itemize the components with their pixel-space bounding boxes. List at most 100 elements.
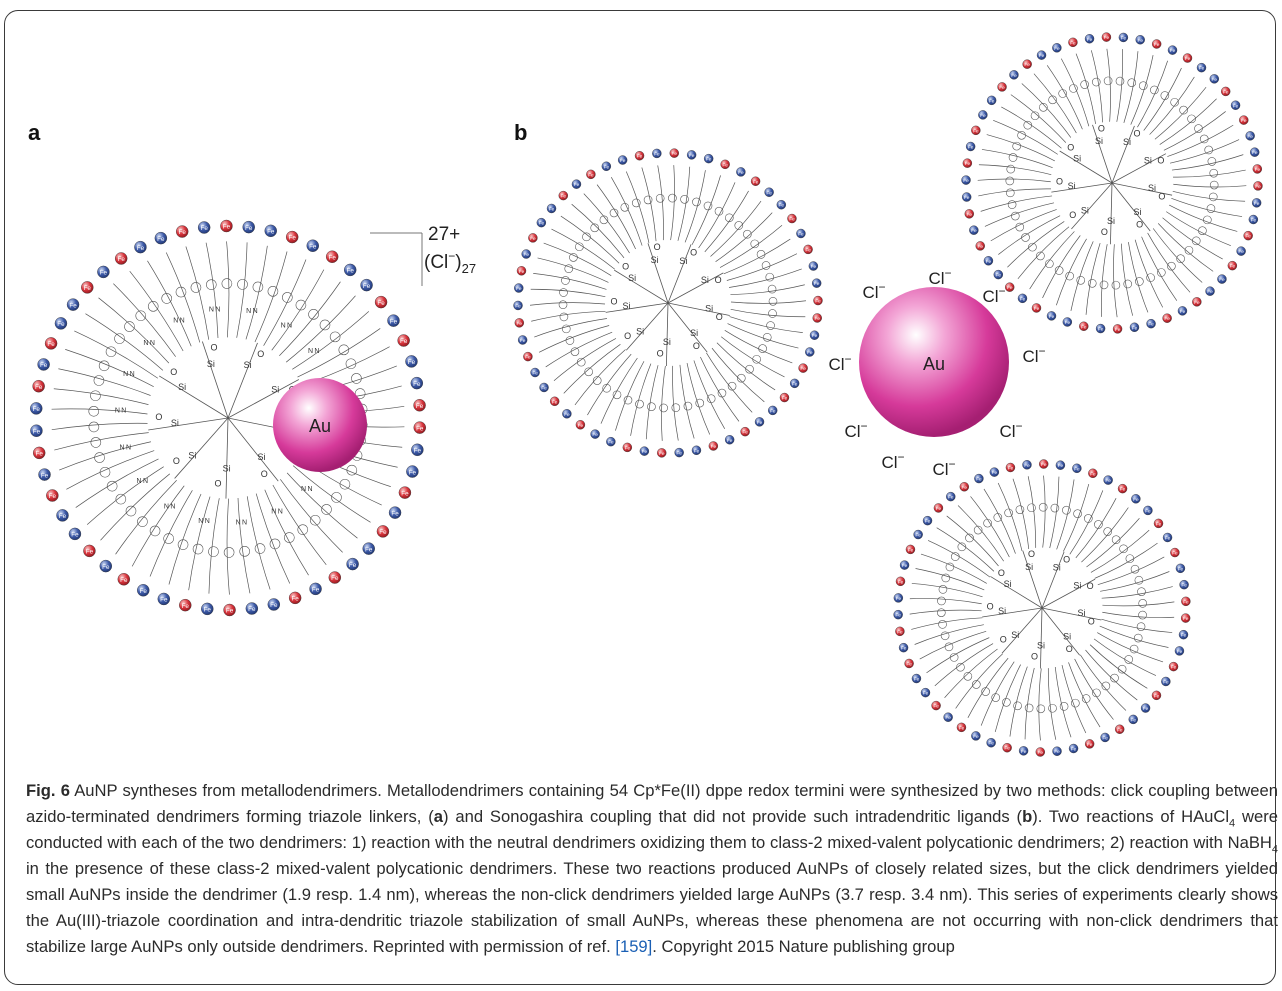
fe-label: Fe	[33, 428, 41, 435]
oxidized-terminus	[516, 266, 527, 276]
aryl-ring	[655, 193, 665, 203]
aryl-ring	[983, 518, 992, 528]
dendron-arm	[967, 657, 1009, 718]
fe-label: Fe	[971, 228, 977, 234]
neutral-terminus	[201, 602, 214, 616]
fe-label: Fe	[1165, 536, 1171, 542]
aryl-ring	[345, 358, 357, 370]
aryl-ring	[592, 376, 602, 385]
aryl-ring	[1135, 277, 1144, 286]
neutral-terminus	[796, 228, 806, 239]
oxidized-terminus	[956, 722, 967, 733]
dendron-arm	[531, 310, 606, 322]
oxidized-terminus	[975, 241, 985, 251]
neutral-terminus	[978, 110, 988, 120]
oxidized-terminus	[813, 295, 823, 306]
fe-label: Fe	[782, 396, 788, 402]
aryl-ring	[1005, 176, 1015, 186]
aryl-ring	[1138, 610, 1147, 620]
si-label: Si	[1011, 630, 1019, 640]
aryl-ring	[949, 653, 959, 662]
dendron-arm	[1090, 50, 1103, 123]
aryl-ring	[1176, 254, 1185, 264]
neutral-terminus	[965, 141, 976, 152]
neutral-terminus	[1161, 676, 1171, 687]
dendron-arm	[1137, 60, 1168, 128]
fe-label: Fe	[267, 229, 275, 236]
dendron-arm	[1100, 571, 1170, 592]
neutral-terminus	[590, 429, 600, 439]
fe-label: Fe	[642, 449, 648, 455]
aryl-ring	[319, 319, 331, 331]
dendron-arm	[1090, 529, 1150, 573]
dendron-arm	[1149, 76, 1195, 135]
fe-label: Fe	[1049, 314, 1055, 320]
dendron-arm	[1001, 106, 1062, 149]
fe-label: Fe	[1070, 40, 1076, 46]
oxidized-terminus	[220, 219, 233, 233]
si-label: Si	[1073, 581, 1081, 591]
aryl-ring	[98, 360, 110, 372]
dendron-arm	[1094, 542, 1158, 579]
neutral-terminus	[1162, 532, 1173, 543]
neutral-terminus	[197, 221, 211, 234]
dendron-arm	[65, 349, 154, 387]
oxidized-terminus	[114, 252, 128, 265]
fe-label: Fe	[898, 579, 904, 585]
dendron-arm	[226, 498, 230, 595]
fe-label: Fe	[530, 236, 536, 242]
aryl-ring	[1008, 153, 1018, 162]
o-label: O	[257, 349, 264, 359]
neutral-terminus	[530, 367, 540, 378]
oxidized-terminus	[1192, 297, 1202, 307]
aryl-ring	[575, 242, 584, 252]
fe-label: Fe	[71, 532, 79, 539]
dendron-arm	[984, 202, 1055, 227]
si-label: Si	[679, 256, 687, 266]
aryl-ring	[1138, 81, 1148, 90]
si-label: Si	[1078, 608, 1086, 618]
o-label: O	[155, 412, 162, 422]
o-label: O	[1158, 192, 1165, 202]
dendron-arm	[1166, 211, 1231, 246]
dendron-arm	[730, 284, 805, 296]
dendron-arm	[978, 188, 1051, 197]
fe-label: Fe	[539, 221, 545, 227]
oxidized-terminus	[223, 603, 236, 617]
aryl-ring	[351, 373, 362, 384]
oxidized-terminus	[1220, 86, 1231, 97]
neutral-terminus	[1178, 629, 1189, 640]
neutral-terminus	[360, 278, 373, 292]
aryl-ring	[1012, 141, 1021, 151]
o-label: O	[1098, 124, 1105, 134]
oxidized-terminus	[904, 658, 914, 669]
neutral-terminus	[1068, 743, 1079, 754]
dendron-arm	[279, 281, 341, 357]
oxidized-terminus	[1115, 724, 1125, 734]
neutral-terminus	[1072, 463, 1082, 473]
fe-label: Fe	[1241, 118, 1247, 124]
dendron-arm	[85, 313, 164, 371]
fe-label: Fe	[1251, 218, 1257, 224]
panel-a-label: a	[28, 120, 41, 145]
fe-label: Fe	[248, 606, 256, 613]
aryl-ring	[1123, 279, 1133, 289]
si-label: Si	[257, 452, 265, 462]
fe-label: Fe	[676, 451, 682, 457]
fe-label: Fe	[377, 300, 385, 307]
dendron-arm	[263, 259, 307, 346]
neutral-terminus	[1248, 214, 1259, 225]
oxidized-terminus	[708, 441, 719, 451]
fe-label: Fe	[1121, 35, 1127, 41]
dendron-arm	[990, 209, 1057, 242]
dendron-arm	[700, 356, 740, 422]
dendron-arm	[1113, 244, 1118, 318]
o-label: O	[1056, 177, 1063, 187]
dendron-arm	[264, 489, 309, 576]
neutral-terminus	[1046, 311, 1057, 321]
fe-label: Fe	[414, 447, 422, 454]
neutral-terminus	[1055, 460, 1066, 470]
reference-link[interactable]: [159]	[615, 937, 653, 956]
aryl-ring	[971, 680, 981, 689]
fe-label: Fe	[331, 575, 339, 582]
